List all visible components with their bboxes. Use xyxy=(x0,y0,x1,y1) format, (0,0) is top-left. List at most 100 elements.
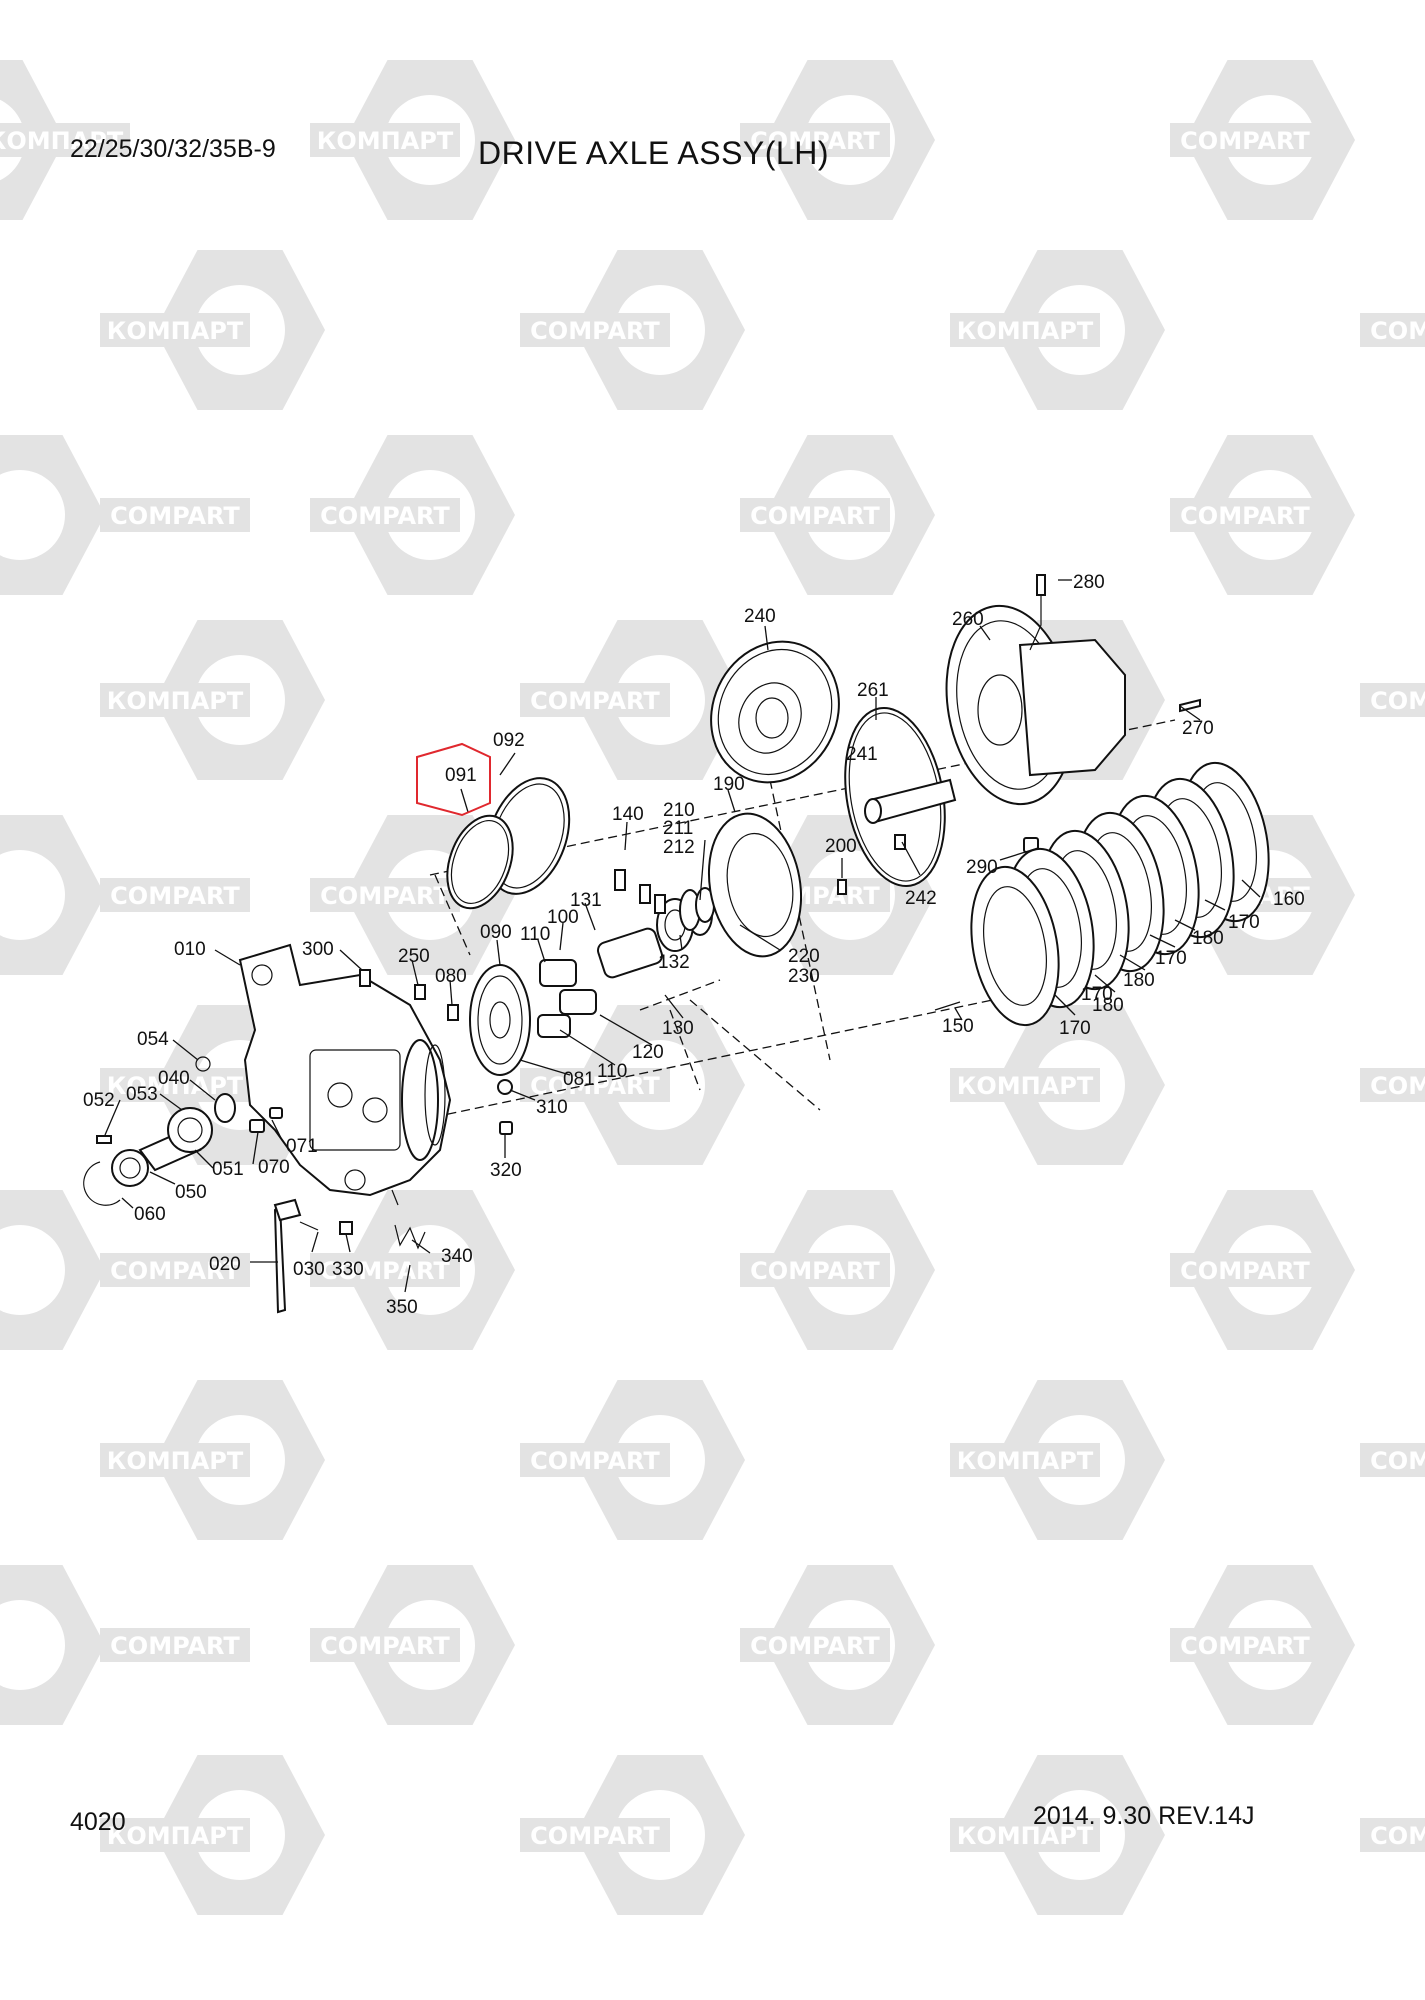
part-label-240: 240 xyxy=(744,606,776,627)
part-label-242: 242 xyxy=(905,888,937,909)
watermark-band xyxy=(100,878,250,912)
watermark-band xyxy=(100,683,250,717)
part-label-170: 170 xyxy=(1059,1018,1091,1039)
part-270-bolt xyxy=(1179,698,1201,713)
part-240-ring-gear xyxy=(710,640,840,784)
part-label-290: 290 xyxy=(966,857,998,878)
watermark-band xyxy=(100,313,250,347)
part-label-054: 054 xyxy=(137,1029,169,1050)
watermark-text: КОМПАРТ xyxy=(0,127,124,155)
part-242-pin xyxy=(894,834,906,850)
watermark-text: COMPART xyxy=(750,127,880,155)
watermark-text: COMPART xyxy=(530,1072,660,1100)
part-label-270: 270 xyxy=(1182,718,1214,739)
part-label-080: 080 xyxy=(435,966,467,987)
watermark-band xyxy=(1170,123,1320,157)
part-label-170: 170 xyxy=(1155,948,1187,969)
watermark-band xyxy=(100,1628,250,1662)
part-label-220: 220 xyxy=(788,946,820,967)
part-200-pin xyxy=(837,879,847,895)
part-label-170: 170 xyxy=(1081,984,1113,1005)
watermark-band xyxy=(1170,498,1320,532)
watermark-band xyxy=(1360,313,1425,347)
watermark-text: КОМПАРТ xyxy=(957,1822,1094,1850)
watermark-band xyxy=(740,1253,890,1287)
part-label-350: 350 xyxy=(386,1297,418,1318)
part-020-lever xyxy=(273,1198,302,1314)
part-340-spring xyxy=(391,1189,426,1250)
part-190-plate xyxy=(707,812,803,958)
part-label-210: 210 xyxy=(663,800,695,821)
watermark-band xyxy=(100,1443,250,1477)
part-054-ring xyxy=(195,1056,211,1072)
watermark-text: КОМПАРТ xyxy=(957,317,1094,345)
part-320-plug xyxy=(499,1121,513,1135)
part-label-052: 052 xyxy=(83,1090,115,1111)
part-label-160: 160 xyxy=(1273,889,1305,910)
watermark-band xyxy=(1360,683,1425,717)
part-080-bolt xyxy=(447,1004,459,1021)
part-label-300: 300 xyxy=(302,939,334,960)
part-310-plug xyxy=(497,1079,513,1095)
part-160-180-clutch-discs xyxy=(970,761,1270,1027)
watermark-text: COMPART xyxy=(110,882,240,910)
watermark-band xyxy=(950,1443,1100,1477)
watermark-band xyxy=(520,1068,670,1102)
model-number: 22/25/30/32/35B-9 xyxy=(70,135,276,163)
part-label-190: 190 xyxy=(713,774,745,795)
part-241-shaft xyxy=(864,778,957,824)
part-label-140: 140 xyxy=(612,804,644,825)
watermark-band xyxy=(950,1068,1100,1102)
watermark-band xyxy=(1360,1068,1425,1102)
page-number: 4020 xyxy=(70,1808,126,1836)
part-label-211: 211 xyxy=(663,818,693,839)
watermark-text: COMPART xyxy=(320,1257,450,1285)
part-label-260: 260 xyxy=(952,609,984,630)
watermark-text: COMPART xyxy=(320,502,450,530)
watermark-ring xyxy=(0,470,65,560)
watermark-text: COMPART xyxy=(1370,1822,1425,1850)
watermark-band xyxy=(520,1443,670,1477)
watermark-text: COMPART xyxy=(1370,317,1425,345)
watermark-text: КОМПАРТ xyxy=(317,127,454,155)
watermark-band xyxy=(1360,1443,1425,1477)
watermark-ring xyxy=(0,850,65,940)
part-070-plug xyxy=(249,1107,283,1133)
watermark-band xyxy=(0,123,130,157)
watermark-ring xyxy=(0,1225,65,1315)
watermark-band xyxy=(740,1628,890,1662)
watermark-text: КОМПАРТ xyxy=(957,1447,1094,1475)
part-100-pinion-set xyxy=(537,959,597,1038)
watermark-text: COMPART xyxy=(750,1632,880,1660)
watermark-band xyxy=(740,123,890,157)
watermark-band xyxy=(100,1253,250,1287)
watermark-text: КОМПАРТ xyxy=(107,317,244,345)
part-label-200: 200 xyxy=(825,836,857,857)
part-label-320: 320 xyxy=(490,1160,522,1181)
watermark-text: COMPART xyxy=(1370,687,1425,715)
part-label-180: 180 xyxy=(1092,995,1124,1016)
part-091-o-ring xyxy=(446,814,514,910)
revision-date: 2014. 9.30 REV.14J xyxy=(1033,1802,1255,1830)
watermark-text: COMPART xyxy=(750,502,880,530)
part-label-110: 110 xyxy=(597,1061,627,1082)
part-150-pin xyxy=(934,1001,961,1011)
part-label-241: 241 xyxy=(846,744,878,765)
part-label-040: 040 xyxy=(158,1068,190,1089)
leader-lines xyxy=(104,579,1261,1293)
watermark-band xyxy=(1170,1628,1320,1662)
watermark-band xyxy=(310,1253,460,1287)
part-010-axle-housing xyxy=(238,943,452,1197)
watermark-text: COMPART xyxy=(1370,1447,1425,1475)
watermark-text: COMPART xyxy=(530,317,660,345)
part-label-092: 092 xyxy=(493,730,525,751)
part-090-gear xyxy=(469,964,531,1076)
part-052-pin xyxy=(96,1135,112,1144)
watermark-band xyxy=(100,498,250,532)
part-030-pin xyxy=(299,1221,319,1231)
part-label-100: 100 xyxy=(547,907,579,928)
part-330-cap xyxy=(339,1221,353,1235)
part-label-280: 280 xyxy=(1073,572,1105,593)
part-label-212: 212 xyxy=(663,837,695,858)
